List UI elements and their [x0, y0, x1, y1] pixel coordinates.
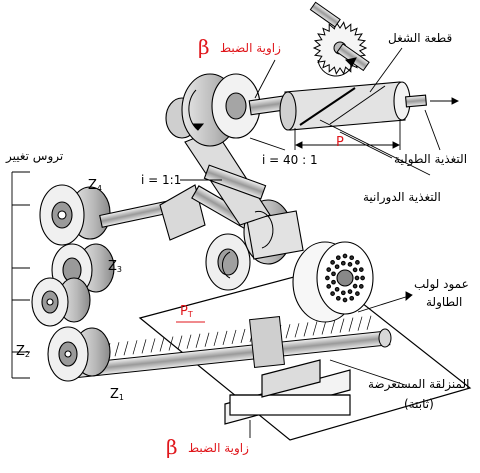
screw-thread-line [123, 341, 129, 356]
screw-thread-line [186, 334, 192, 349]
index-hole [349, 295, 355, 301]
setting-angle-bottom-label: زاوية الضبط [188, 441, 249, 455]
index-hole [358, 284, 364, 289]
index-hole [326, 267, 332, 272]
ratio-40-label: i = 40 : 1 [262, 153, 318, 167]
index-hole [335, 295, 341, 301]
screw-thread-line [339, 318, 345, 333]
screw-thread-line [114, 342, 120, 357]
index-hole [334, 264, 340, 270]
cross-slide-label-line1: المنزلقة المستعرضة [368, 377, 470, 391]
index-hole [342, 297, 348, 303]
pitch-p-label: P [336, 135, 344, 150]
index-holes [325, 253, 365, 303]
index-hole [347, 289, 353, 294]
dividing-head [165, 73, 292, 147]
index-hole [340, 290, 346, 296]
lead-pitch-label: PT [180, 304, 193, 319]
screw-thread-line [294, 323, 300, 338]
screw-thread-line [348, 317, 354, 332]
cross-slide-base [138, 269, 472, 441]
screw-thread-line [366, 315, 372, 330]
longitudinal-feed-label: التغذية الطولية [394, 152, 468, 166]
ratio-11-label: i = 1:1 [141, 173, 182, 187]
rotary-feed-label: التغذية الدورانية [363, 190, 441, 204]
gear-z2 [31, 277, 91, 327]
change-gears-label: تروس تغيير [6, 149, 64, 163]
screw-thread-line [231, 329, 237, 345]
screw-thread-line [159, 337, 165, 352]
index-plate [292, 241, 374, 323]
gear-z2-label: Z2 [16, 344, 30, 359]
screw-thread-line [330, 319, 336, 334]
screw-thread-line [312, 321, 318, 336]
index-hole [360, 275, 365, 281]
screw-thread-line [213, 331, 219, 346]
index-hole [354, 275, 360, 281]
index-hole [355, 291, 360, 296]
gear-z4-label: Z4 [88, 178, 102, 193]
index-hole [334, 286, 340, 292]
cross-slide-label-line2: (ثابتة) [404, 397, 434, 411]
index-hole [352, 267, 358, 273]
workpiece-cylinder [279, 81, 427, 131]
index-hole [330, 291, 335, 296]
index-hole [331, 279, 336, 285]
beta-bottom-symbol: β [166, 435, 178, 459]
screw-thread-line [177, 335, 183, 350]
index-hole [325, 275, 330, 281]
workpiece-label: قطعة الشغل [388, 31, 453, 45]
screw-thread-line [195, 333, 201, 348]
screw-thread-line [285, 324, 291, 339]
gear-z1 [47, 326, 111, 382]
index-hole [349, 255, 355, 261]
bevel-gear-train [159, 184, 304, 291]
screw-thread-line [141, 339, 147, 354]
screw-thread-line [240, 328, 246, 344]
setting-angle-top-label: زاوية الضبط [220, 41, 281, 55]
index-hole [358, 267, 364, 272]
beta-top-symbol: β [198, 35, 210, 59]
index-hole [330, 260, 335, 265]
milling-cutter [309, 1, 370, 77]
index-hole [331, 271, 336, 277]
screw-thread-line [150, 338, 156, 353]
screw-thread-line [222, 330, 228, 345]
screw-thread-line [132, 340, 138, 355]
index-hole [355, 260, 360, 265]
screw-thread-line [321, 320, 327, 335]
screw-thread-line [204, 332, 210, 347]
rotation-arrows [188, 89, 274, 279]
screw-thread-line [168, 336, 174, 351]
table-screw-label-line1: عمود لولب [414, 277, 469, 291]
leader-lines [11, 47, 460, 438]
table-screw-label-line2: الطاولة [426, 295, 463, 309]
index-hole [340, 260, 346, 266]
index-hole [335, 255, 341, 261]
screw-thread-line [303, 322, 309, 337]
pitch-dimension [294, 120, 401, 150]
index-hole [342, 253, 348, 259]
index-hole [326, 284, 332, 289]
screw-thread-line [357, 316, 363, 331]
gear-z1-label: Z1 [110, 387, 124, 402]
index-hole [347, 262, 353, 267]
gear-z4 [39, 184, 111, 246]
index-hole [352, 283, 358, 289]
gear-z3-label: Z3 [108, 259, 122, 274]
